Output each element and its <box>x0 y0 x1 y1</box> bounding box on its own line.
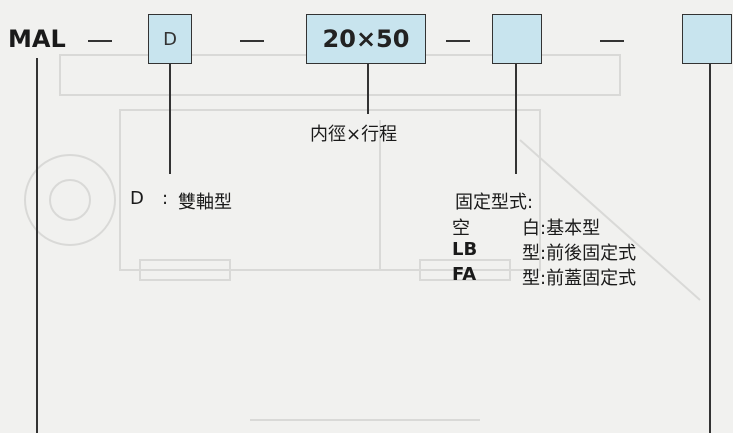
mount-type-lb: 型 <box>522 243 540 264</box>
leader-line-extra <box>709 64 711 433</box>
separator-dash <box>240 40 264 42</box>
d-option-desc: 雙軸型 <box>178 192 232 213</box>
mount-key-basic: 空 <box>452 218 470 239</box>
leader-line-type <box>169 64 171 174</box>
leader-line-bore-stroke <box>367 64 369 114</box>
mount-type-basic: 白 <box>522 218 540 239</box>
option-box-extra <box>682 14 732 64</box>
option-box-type: D <box>148 14 192 64</box>
bore-stroke-label: 内徑×行程 <box>310 124 398 145</box>
d-option-key: D <box>130 188 144 209</box>
separator-dash <box>88 40 112 42</box>
mount-desc-basic: :基本型 <box>540 218 601 239</box>
option-box-mount <box>492 14 542 64</box>
mount-desc-fa: :前蓋固定式 <box>540 268 637 289</box>
option-box-bore-stroke: 20×50 <box>306 14 426 64</box>
mount-desc-lb: :前後固定式 <box>540 243 637 264</box>
d-option-colon: : <box>162 188 169 209</box>
leader-line-mount <box>515 64 517 174</box>
mount-title: 固定型式: <box>455 192 534 213</box>
model-prefix: MAL <box>8 25 66 53</box>
mount-key-fa: FA <box>452 264 477 285</box>
mount-type-fa: 型 <box>522 268 540 289</box>
leader-line-prefix <box>36 58 38 433</box>
mount-key-lb: LB <box>452 239 478 260</box>
separator-dash <box>446 40 470 42</box>
separator-dash <box>600 40 624 42</box>
